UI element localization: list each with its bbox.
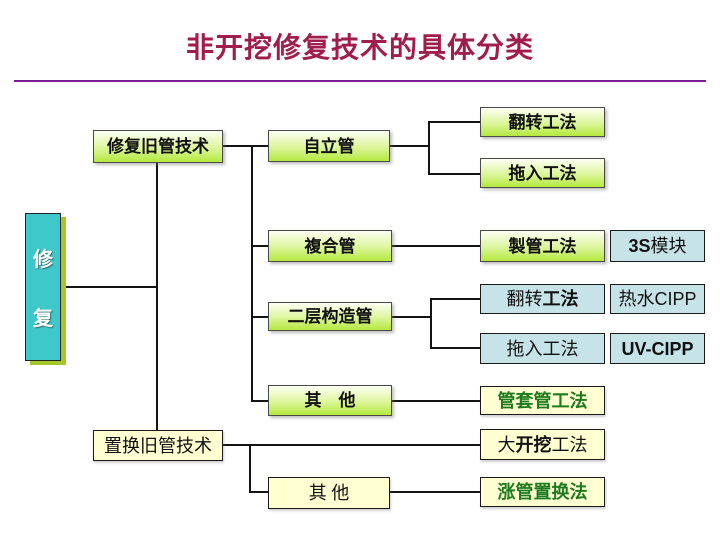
- node-flip-method-cipp: 翻转工法: [480, 284, 605, 314]
- connector-stub-other-repair: [251, 400, 268, 402]
- node-label-part2: CIPP: [654, 289, 697, 309]
- connector-other-to-sleeve: [392, 400, 480, 402]
- node-uv-cipp: UV-CIPP: [610, 333, 705, 364]
- node-label-part1: 3S: [628, 236, 651, 256]
- node-replace-old-pipe: 置换旧管技术: [93, 430, 223, 461]
- node-label: 置换旧管技术: [104, 435, 212, 456]
- node-flip-method: 翻转工法: [480, 107, 605, 137]
- title-divider-line: [14, 80, 706, 82]
- node-pipe-making-method: 製管工法: [480, 230, 605, 262]
- connector-self-standing-to-bracket: [390, 145, 430, 147]
- node-label: 拖入工法: [508, 163, 577, 183]
- root-char-2: 复: [33, 307, 53, 330]
- node-label: 管套管工法: [497, 390, 588, 411]
- node-pull-method-cipp: 拖入工法: [480, 333, 605, 364]
- node-root-repair: 修 复: [25, 213, 61, 361]
- connector-replace-branch-vertical: [249, 444, 251, 492]
- node-sleeve-pipe-method: 管套管工法: [480, 386, 605, 415]
- node-repair-old-pipe: 修复旧管技术: [93, 130, 223, 163]
- connector-replace-to-big-dig: [223, 444, 480, 446]
- node-label: 拖入工法: [506, 338, 579, 359]
- root-char-1: 修: [33, 249, 53, 272]
- node-pipe-bursting-method: 涨管置换法: [480, 477, 605, 507]
- node-big-dig-method: 大开挖工法: [480, 429, 605, 460]
- slide-title: 非开挖修复技术的具体分类: [185, 32, 534, 63]
- connector-stub-two-layer: [251, 316, 268, 318]
- connector-stub-flip-blue: [430, 298, 480, 300]
- node-label-part1: 热水: [618, 289, 655, 309]
- node-label-part2: 开挖: [515, 434, 552, 455]
- node-label-part1: 大: [497, 434, 516, 455]
- connector-root-to-trunk: [60, 286, 157, 288]
- node-other-repair: 其 他: [268, 385, 392, 416]
- connector-trunk-vertical: [156, 163, 158, 431]
- connector-stub-composite: [251, 245, 268, 247]
- node-label: UV-CIPP: [621, 338, 694, 359]
- node-label-part2: 工法: [542, 289, 579, 309]
- node-two-layer-pipe: 二层构造管: [268, 302, 392, 331]
- node-label-part3: 工法: [551, 434, 588, 455]
- node-self-standing-pipe: 自立管: [268, 130, 390, 162]
- node-other-replace: 其 他: [268, 477, 390, 509]
- connector-repair-branch-vertical: [251, 145, 253, 402]
- connector-stub-other-replace: [249, 491, 268, 493]
- connector-stub-pull-blue: [430, 347, 480, 349]
- node-label-part2: 模块: [650, 236, 687, 256]
- connector-two-layer-to-bracket: [392, 316, 432, 318]
- connector-stub-pull-top: [428, 173, 480, 175]
- node-label: 其 他: [308, 483, 350, 503]
- node-label: 製管工法: [508, 236, 577, 256]
- node-label: 涨管置换法: [497, 482, 588, 502]
- node-label: 修复旧管技术: [107, 137, 209, 156]
- node-label: 二层构造管: [287, 307, 373, 326]
- node-label: 其 他: [304, 391, 356, 410]
- node-label: 翻转工法: [508, 112, 577, 132]
- node-label: 自立管: [303, 136, 355, 156]
- node-pull-method: 拖入工法: [480, 158, 605, 188]
- connector-other-to-burst: [390, 491, 480, 493]
- connector-composite-to-pipe-making: [392, 245, 480, 247]
- node-composite-pipe: 複合管: [268, 230, 392, 262]
- node-label: 複合管: [304, 236, 356, 256]
- connector-repair-to-branch: [223, 145, 268, 147]
- connector-bracket-two-layer: [430, 298, 432, 349]
- node-label-part1: 翻转: [506, 289, 543, 309]
- connector-stub-flip-top: [428, 121, 480, 123]
- connector-bracket-self-standing: [428, 121, 430, 175]
